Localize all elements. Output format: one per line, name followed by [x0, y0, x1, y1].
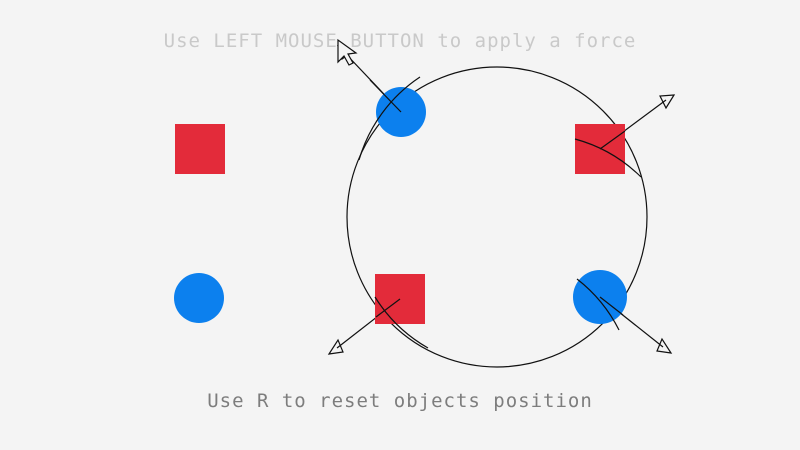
body-square-left[interactable]: [175, 124, 225, 174]
guide-circle-path: [346, 66, 648, 368]
hint-text-bottom: Use R to reset objects position: [207, 390, 593, 412]
body-circle-left[interactable]: [174, 273, 224, 323]
force-lines-overlay: [369, 79, 626, 318]
hint-text-top: Use LEFT MOUSE BUTTON to apply a force: [163, 30, 637, 52]
guide-circle-overlay: [358, 76, 642, 349]
mouse-cursor-icon: [337, 38, 358, 66]
